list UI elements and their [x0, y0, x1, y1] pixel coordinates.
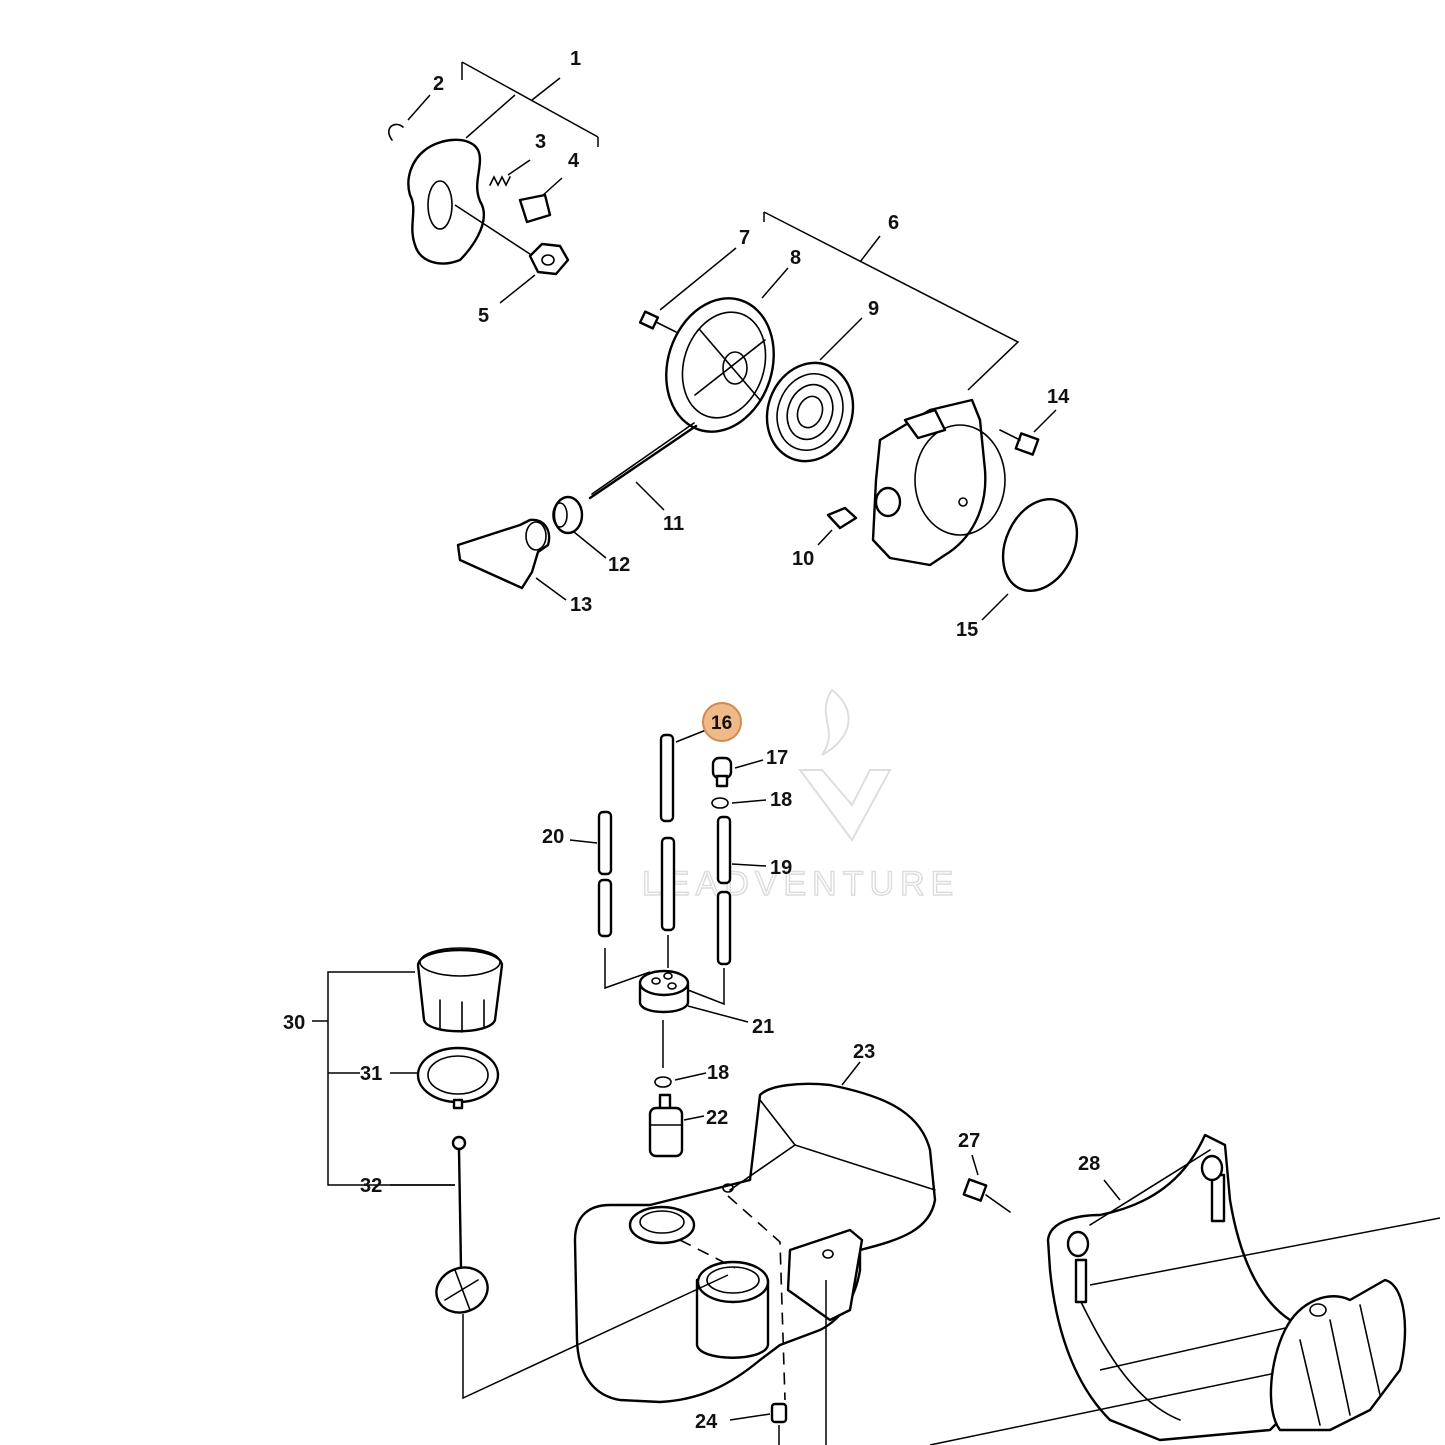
callout-18a[interactable]: 18: [770, 789, 792, 811]
part-18-oring-b: [654, 1072, 707, 1088]
part-10-nut: [817, 506, 858, 546]
callout-28[interactable]: 28: [1078, 1153, 1100, 1175]
callout-1[interactable]: 1: [570, 48, 581, 70]
bracket-6: [763, 211, 1020, 391]
part-4-pawl: [518, 177, 563, 224]
part-20-hose: [569, 810, 613, 938]
callout-15[interactable]: 15: [956, 619, 978, 641]
part-31-ring: [416, 1046, 500, 1110]
callout-2[interactable]: 2: [433, 73, 444, 95]
part-21-grommet: [638, 969, 749, 1023]
part-15-gasket: [981, 497, 1079, 621]
callout-20[interactable]: 20: [542, 826, 564, 848]
part-19-hose: [716, 815, 767, 966]
callout-27[interactable]: 27: [958, 1130, 980, 1152]
part-center-hose: [660, 836, 676, 968]
part-grip: [1269, 1278, 1407, 1432]
part-12-grommet: [552, 495, 607, 559]
part-9-spring: [765, 317, 863, 463]
part-32-pickup: [435, 1135, 729, 1400]
part-3-spring: [489, 159, 531, 187]
bracket-1: [461, 61, 599, 147]
callout-17[interactable]: 17: [766, 747, 788, 769]
part-13-handle: [456, 518, 567, 601]
callout-23[interactable]: 23: [853, 1041, 875, 1063]
callout-10[interactable]: 10: [792, 548, 814, 570]
callout-14[interactable]: 14: [1047, 386, 1070, 408]
part-27-bolt: [962, 1154, 1011, 1213]
part-22-filter: [648, 1093, 705, 1158]
part-30-fuel-cap: [416, 947, 504, 1033]
dashed-guides: [679, 1195, 786, 1401]
callout-9[interactable]: 9: [868, 298, 879, 320]
part-7-screw: [638, 247, 737, 333]
callout-22[interactable]: 22: [706, 1107, 728, 1129]
highlight-16: [702, 702, 742, 742]
part-2-clip: [388, 94, 431, 141]
part-17-fitting: [711, 756, 764, 788]
callout-30[interactable]: 30: [283, 1012, 305, 1034]
callout-5[interactable]: 5: [478, 305, 489, 327]
callout-8[interactable]: 8: [790, 247, 801, 269]
callout-12[interactable]: 12: [608, 554, 630, 576]
callout-labels: 1 2 3 4 5 6 7 8 9 10 11 12 13 14 15 16 1…: [283, 48, 1100, 1433]
callout-4[interactable]: 4: [568, 150, 580, 172]
callout-32[interactable]: 32: [360, 1175, 382, 1197]
callout-6[interactable]: 6: [888, 212, 899, 234]
part-11-rope: [588, 422, 698, 511]
part-24-spacer: [729, 1280, 827, 1445]
callout-19[interactable]: 19: [770, 857, 792, 879]
bracket-21: [604, 948, 725, 1006]
part-1-cover: [407, 94, 537, 265]
part-18-oring-a: [711, 797, 767, 809]
callout-16[interactable]: 16: [711, 713, 732, 734]
part-14-bolt: [999, 409, 1057, 456]
callout-18b[interactable]: 18: [707, 1062, 729, 1084]
callout-11[interactable]: 11: [663, 513, 684, 535]
callout-31[interactable]: 31: [360, 1063, 382, 1085]
callout-13[interactable]: 13: [570, 594, 592, 616]
callout-3[interactable]: 3: [535, 131, 546, 153]
part-23-fuel-tank: [573, 1061, 937, 1404]
callout-21[interactable]: 21: [752, 1016, 774, 1038]
part-5-nut: [499, 242, 570, 304]
callout-24[interactable]: 24: [695, 1411, 718, 1433]
part-28-guard: [929, 1133, 1441, 1445]
part-6-starter-housing: [871, 398, 1006, 567]
bracket-30: [312, 971, 455, 1186]
watermark-text: LEADVENTURE: [642, 865, 959, 903]
callout-7[interactable]: 7: [739, 227, 750, 249]
part-16-hose: [659, 729, 707, 823]
part-8-pulley: [665, 267, 789, 433]
watermark: LEADVENTURE: [641, 688, 959, 904]
